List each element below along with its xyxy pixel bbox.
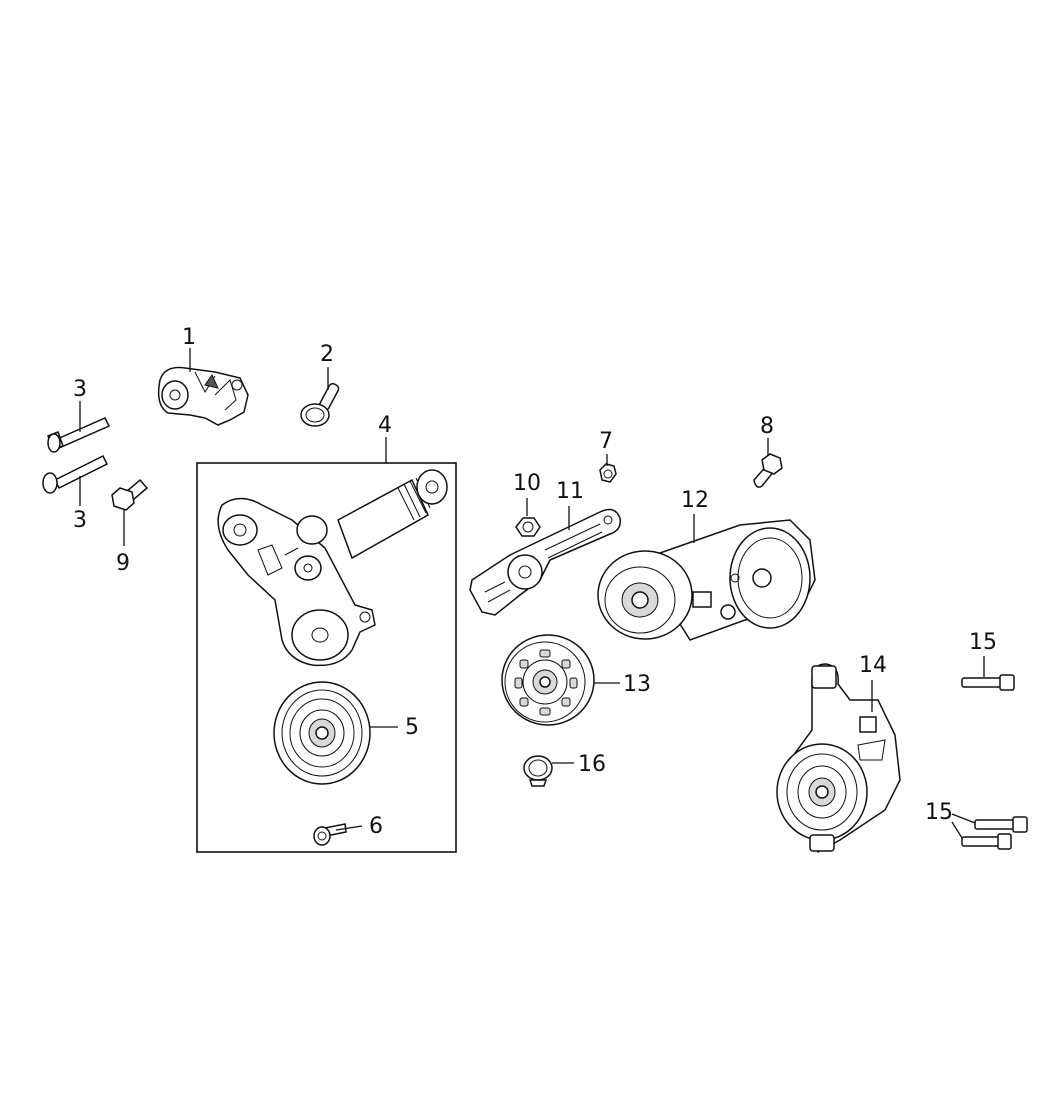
callout-5: 5 [405,715,419,740]
callout-2: 2 [320,342,334,367]
part-3-bolt-upper [47,417,111,453]
callout-12: 12 [681,488,709,513]
part-5-pulley [273,681,371,785]
part-6-bolt [313,823,347,846]
callout-9: 9 [116,551,130,576]
part-9-bolt [111,478,149,511]
part-8-bolt [753,453,783,488]
callout-1: 1 [182,325,196,350]
leader-lines [79,348,985,839]
part-13-pulley [501,634,595,726]
part-2-bolt [300,382,340,427]
callout-3-upper: 3 [73,377,87,402]
callout-14: 14 [859,653,887,678]
callout-3-lower: 3 [73,508,87,533]
part-14-tensioner [776,663,901,854]
part-1-bracket [157,366,249,426]
part-4-tensioner-assembly [217,469,448,667]
part-7-nut [599,463,617,483]
part-3-bolt-lower [42,454,109,494]
callout-10: 10 [513,471,541,496]
callout-15-upper: 15 [969,630,997,655]
callout-8: 8 [760,414,774,439]
part-15-bolt-upper [961,674,1015,691]
callouts: 1 2 3 3 4 5 6 7 8 9 10 11 12 13 14 15 15… [73,325,997,839]
callout-15-lower: 15 [925,800,953,825]
callout-16: 16 [578,752,606,777]
part-15-bolt-middle [974,816,1028,833]
callout-11: 11 [556,479,584,504]
callout-13: 13 [623,672,651,697]
part-16-bolt [523,755,553,787]
callout-4: 4 [378,413,392,438]
part-12-tensioner [597,519,816,641]
part-10-nut [515,517,541,537]
kit-frame [196,462,457,853]
part-11-bracket [469,508,622,616]
callout-7: 7 [599,429,613,454]
part-15-bolt-lower [961,833,1012,850]
callout-6: 6 [369,814,383,839]
